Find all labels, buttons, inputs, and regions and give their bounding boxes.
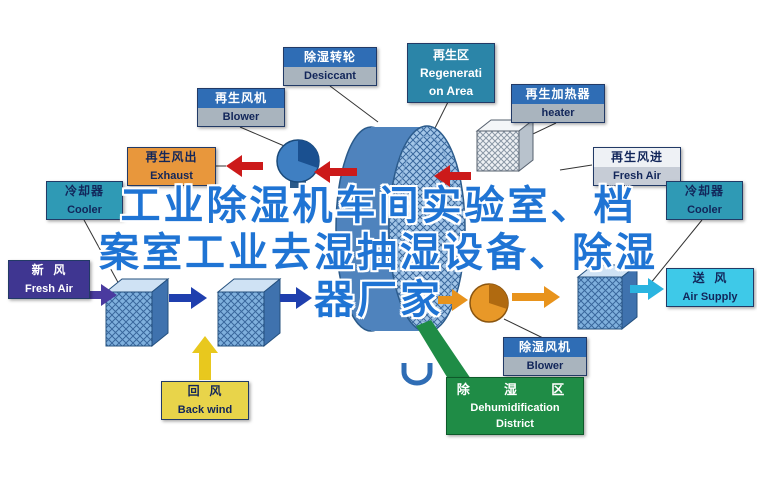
regen-air-in-label-en: Fresh Air	[594, 167, 680, 185]
cooler-right-label-zh: 冷却器	[684, 184, 724, 198]
back-wind-label: 回 风 Back wind	[161, 381, 249, 420]
arrow-wheel-to-fan	[314, 161, 357, 183]
regeneration-area-label-en1: Regenerati	[419, 66, 483, 80]
arrow-air-supply	[630, 278, 664, 300]
desiccant-wheel-label: 除湿转轮 Desiccant	[283, 47, 377, 86]
arrow-heater-to-wheel	[434, 165, 471, 187]
fresh-air-label-zh: 新 风	[31, 263, 67, 277]
leader-lines	[83, 85, 703, 339]
dehumid-blower-label: 除湿风机 Blower	[503, 337, 587, 376]
process-air-arrows	[169, 287, 346, 309]
regen-blower-label-en: Blower	[198, 108, 284, 126]
dehumid-blower-label-en: Blower	[504, 357, 586, 375]
dehumid-district-label: 除 湿 区 Dehumidification District	[446, 377, 584, 435]
arrow-fan-to-exhaust	[226, 155, 263, 177]
back-wind-label-en: Back wind	[177, 404, 233, 416]
filter-box-2-graphic	[216, 277, 282, 348]
air-supply-label-zh: 送 风	[692, 271, 728, 285]
fresh-air-label: 新 风 Fresh Air	[8, 260, 90, 299]
desiccant-wheel-label-en: Desiccant	[284, 67, 376, 85]
air-supply-label: 送 风 Air Supply	[666, 268, 754, 307]
dehumid-district-label-zh: 除 湿 区	[456, 382, 574, 397]
cooler-right-label: 冷却器 Cooler	[666, 181, 743, 220]
heater-box-graphic	[475, 118, 535, 173]
back-wind-label-zh: 回 风	[187, 384, 223, 398]
wheel-support-bracket	[401, 363, 433, 386]
regen-exhaust-label-zh: 再生风出	[145, 150, 198, 164]
desiccant-wheel-label-zh: 除湿转轮	[284, 48, 376, 67]
regen-air-in-label-zh: 再生风进	[594, 148, 680, 167]
regen-exhaust-label-en: Exhaust	[150, 170, 193, 182]
regen-heater-label-en: heater	[512, 104, 604, 122]
filter-box-1-graphic	[104, 277, 170, 348]
supply-filter-box-graphic	[576, 263, 639, 331]
arrow-fresh-air-in	[87, 284, 117, 306]
regen-heater-label-zh: 再生加热器	[512, 85, 604, 104]
dehumid-district-label-en1: Dehumidification	[470, 402, 560, 414]
cooler-left-label-en: Cooler	[67, 204, 102, 216]
dehumid-district-label-en2: District	[496, 418, 534, 430]
regen-exhaust-label: 再生风出 Exhaust	[127, 147, 216, 186]
regeneration-fan-icon	[276, 139, 320, 188]
regeneration-area-label: 再生区 Regenerati on Area	[407, 43, 495, 103]
cooler-left-label: 冷却器 Cooler	[46, 181, 123, 220]
dehumid-blower-label-zh: 除湿风机	[504, 338, 586, 357]
regen-heater-label: 再生加热器 heater	[511, 84, 605, 123]
dry-air-arrows	[438, 286, 560, 311]
cooler-right-label-en: Cooler	[687, 204, 722, 216]
regeneration-area-label-zh: 再生区	[432, 48, 469, 62]
regen-blower-label-zh: 再生风机	[198, 89, 284, 108]
cooler-left-label-zh: 冷却器	[64, 184, 104, 198]
fresh-air-label-en: Fresh Air	[25, 283, 73, 295]
desiccant-wheel-graphic	[335, 125, 466, 333]
regeneration-area-label-en2: on Area	[428, 84, 474, 98]
regen-blower-label: 再生风机 Blower	[197, 88, 285, 127]
arrow-return-air	[192, 336, 218, 380]
air-supply-label-en: Air Supply	[682, 291, 738, 303]
dehumidification-fan-icon	[469, 283, 509, 323]
regeneration-air-arrows	[226, 155, 471, 187]
dehumid-district-connector	[416, 320, 471, 387]
regen-air-in-label: 再生风进 Fresh Air	[593, 147, 681, 186]
